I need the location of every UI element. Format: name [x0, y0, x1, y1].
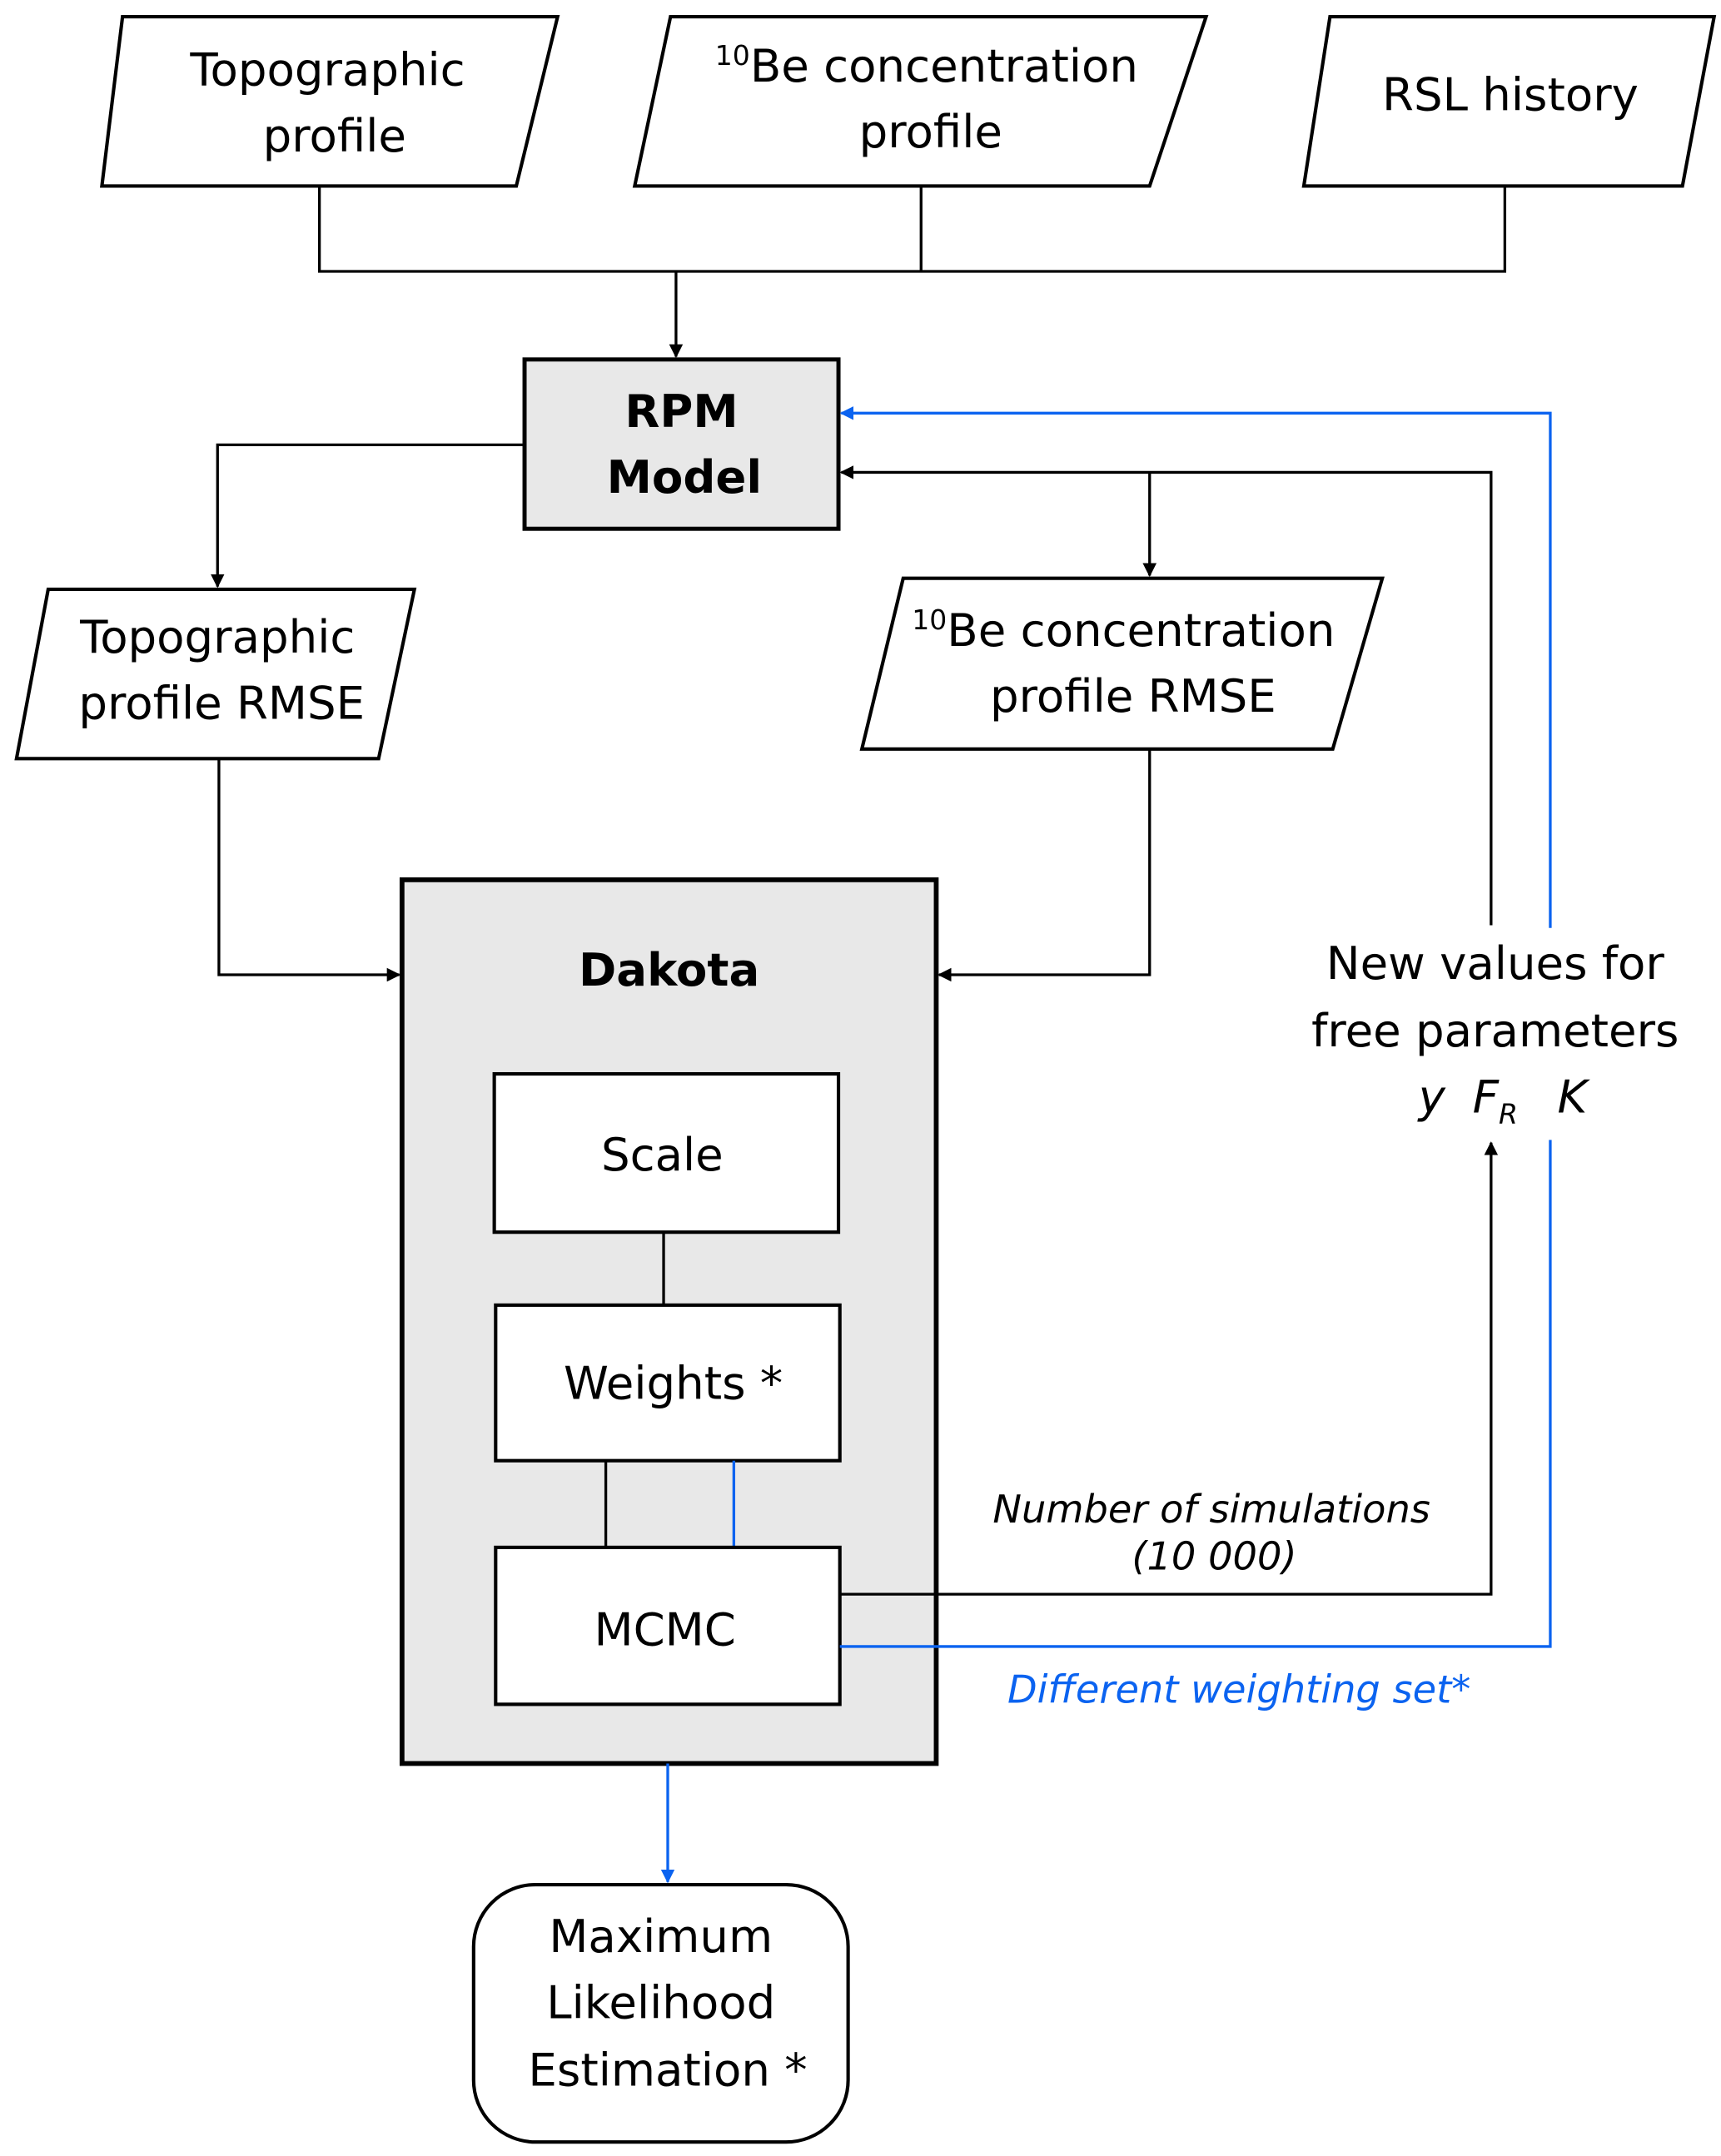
- weighting-label: Different weighting set*: [1007, 1667, 1470, 1712]
- arrow-rpm-to-topo-rmse: [211, 443, 525, 589]
- dakota-title: Dakota: [579, 943, 759, 996]
- label-line: Model: [607, 450, 763, 504]
- label-line: New values for: [1326, 936, 1665, 990]
- label-line: RPM: [624, 385, 738, 438]
- label-text: Be concentration: [750, 39, 1138, 92]
- arrow-topo-rmse-to-dakota: [217, 758, 401, 982]
- scale-box: Scale: [492, 1071, 841, 1234]
- param-y: y: [1417, 1070, 1446, 1123]
- param-f: F: [1473, 1070, 1500, 1123]
- superscript: 10: [715, 39, 750, 72]
- label-line: Maximum: [549, 1910, 773, 1963]
- label-line: profile: [263, 109, 406, 162]
- param-subscript: R: [1499, 1098, 1518, 1130]
- mcmc-label: MCMC: [594, 1602, 736, 1656]
- arrow-weighting-loop: [839, 1140, 1552, 1648]
- label-line: profile: [859, 105, 1002, 158]
- label-text: Be concentration: [947, 604, 1335, 657]
- label-line: free parameters: [1311, 1004, 1679, 1057]
- simulations-label: Number of simulations: [992, 1487, 1430, 1532]
- input-rsl-history: RSL history: [1301, 15, 1717, 188]
- label-line: 10Be concentration: [715, 39, 1138, 92]
- arrow-simulations-loop: [839, 1141, 1499, 1596]
- mle-result-box: Maximum Likelihood Estimation *: [471, 1882, 850, 2144]
- label-line: RSL history: [1382, 68, 1639, 122]
- arrow-free-params-to-rpm: [839, 465, 1493, 926]
- label-line: profile RMSE: [990, 669, 1276, 723]
- superscript: 10: [912, 604, 947, 636]
- label-line: Likelihood: [546, 1975, 775, 2029]
- label-line: Topographic: [189, 43, 465, 97]
- label-line: Topographic: [79, 610, 355, 663]
- input-be-concentration-profile: 10Be concentration profile: [632, 15, 1209, 188]
- rpm-model-box: RPM Model: [522, 357, 841, 531]
- mcmc-box: MCMC: [494, 1545, 842, 1706]
- output-be-rmse: 10Be concentration profile RMSE: [859, 576, 1385, 751]
- weights-box: Weights *: [494, 1303, 842, 1463]
- output-topographic-rmse: Topographic profile RMSE: [14, 587, 417, 761]
- param-k: K: [1558, 1070, 1591, 1123]
- free-parameters-label: New values for free parameters y FR K: [1311, 936, 1679, 1130]
- arrow-weighting-to-rpm: [839, 406, 1552, 928]
- input-merge-connector: [317, 186, 1507, 359]
- label-line: Estimation *: [528, 2043, 807, 2096]
- simulations-count: (10 000): [1132, 1533, 1296, 1578]
- scale-label: Scale: [601, 1128, 724, 1181]
- param-fr: FR: [1473, 1070, 1518, 1130]
- arrow-be-rmse-to-dakota: [938, 748, 1151, 982]
- label-line: 10Be concentration: [912, 604, 1335, 657]
- label-line: profile RMSE: [78, 676, 365, 729]
- weights-label: Weights *: [564, 1356, 783, 1409]
- input-topographic-profile: Topographic profile: [100, 15, 560, 188]
